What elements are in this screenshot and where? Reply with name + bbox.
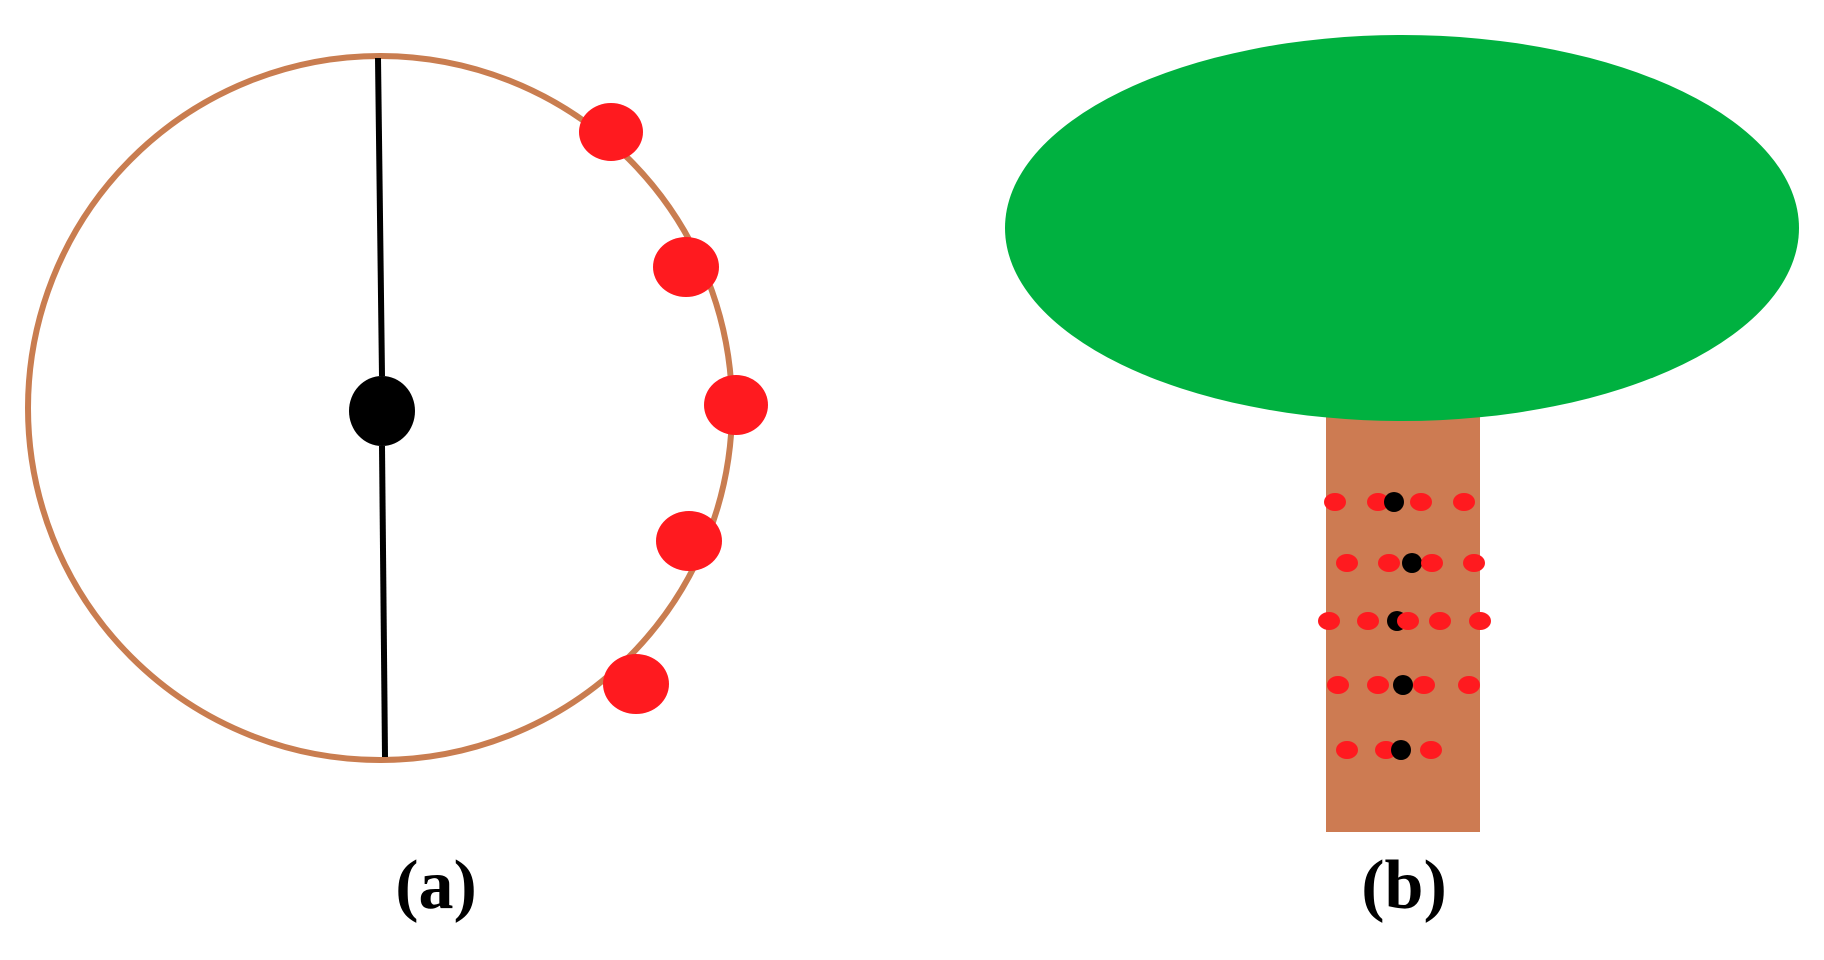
center-point <box>1402 553 1422 573</box>
sample-points-a <box>579 103 768 714</box>
center-axis-lower <box>379 445 388 758</box>
sample-point <box>1421 554 1443 572</box>
sample-point <box>704 375 768 435</box>
sample-rows-b <box>1318 492 1491 760</box>
sample-point <box>1378 554 1400 572</box>
sample-point <box>656 511 722 571</box>
sample-point <box>1327 676 1349 694</box>
sample-point <box>1413 676 1435 694</box>
center-point <box>1393 675 1413 695</box>
sample-point <box>1463 554 1485 572</box>
sample-point <box>1367 676 1389 694</box>
center-point <box>1384 492 1404 512</box>
sample-point <box>1336 554 1358 572</box>
sample-point <box>1375 741 1397 759</box>
sample-point <box>1469 612 1491 630</box>
sample-point <box>1397 612 1419 630</box>
sample-point <box>1453 493 1475 511</box>
sample-point <box>1318 612 1340 630</box>
sample-point <box>1458 676 1480 694</box>
panel-b: (b) <box>1005 35 1799 924</box>
sample-point <box>1357 612 1379 630</box>
sample-point <box>1420 741 1442 759</box>
sample-point <box>1336 741 1358 759</box>
center-axis-upper <box>375 57 385 377</box>
sample-point <box>653 237 719 297</box>
sample-point <box>1367 493 1389 511</box>
sample-point <box>603 654 669 714</box>
panel-a-label: (a) <box>395 847 477 924</box>
center-point <box>1391 740 1411 760</box>
sample-point <box>1324 493 1346 511</box>
panel-b-label: (b) <box>1361 847 1447 924</box>
tree-crown <box>1005 35 1799 421</box>
center-point <box>349 376 415 446</box>
sample-point <box>579 103 643 161</box>
sample-point <box>1429 612 1451 630</box>
panel-a: (a) <box>25 53 768 924</box>
sample-point <box>1410 493 1432 511</box>
